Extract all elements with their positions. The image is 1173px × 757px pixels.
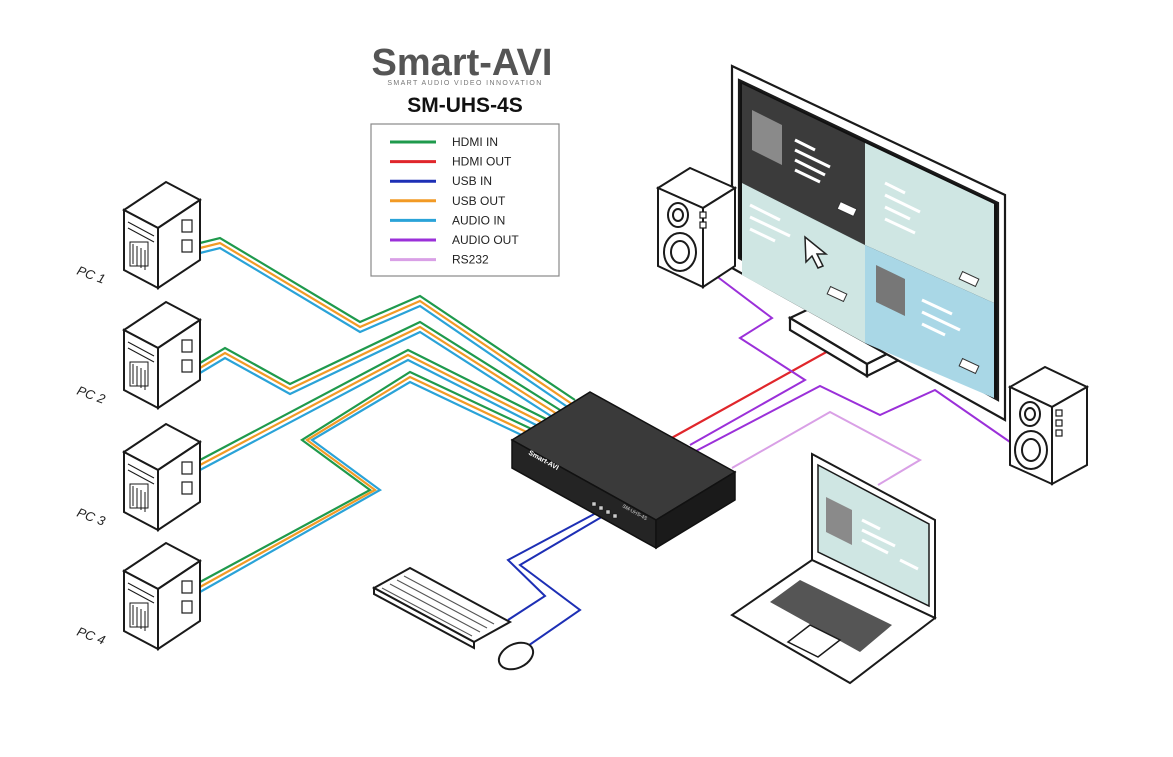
laptop-keyboard-icon [770, 580, 892, 652]
legend-item: USB IN [390, 174, 492, 188]
pc-tower-3 [122, 422, 202, 532]
legend-label: USB IN [452, 174, 492, 188]
brand-header: Smart-AVI SMART AUDIO VIDEO INNOVATION S… [372, 42, 553, 117]
speaker-left [655, 166, 738, 289]
legend-item: AUDIO IN [390, 213, 505, 227]
legend-label: AUDIO IN [452, 213, 505, 227]
legend-item: USB OUT [390, 194, 506, 208]
pc1-cable-bundle [199, 236, 576, 409]
usb-mouse-cable [518, 514, 606, 651]
mouse [497, 641, 535, 671]
pc-label: PC 3 [75, 505, 108, 529]
keyboard [371, 566, 513, 650]
laptop [730, 452, 937, 685]
audio-out-cable-left [689, 274, 807, 446]
pc3-cable-bundle [199, 348, 549, 471]
pc-tower-2 [122, 300, 202, 410]
legend-item: RS232 [390, 253, 489, 267]
cables [199, 236, 1011, 651]
legend-item: HDMI IN [390, 135, 498, 149]
pc-label: PC 2 [75, 383, 108, 407]
audio-out-cable-right [693, 384, 1011, 453]
legend-item: HDMI OUT [390, 155, 512, 169]
brand-logo: Smart-AVI [372, 42, 553, 84]
pc-label: PC 1 [75, 263, 107, 287]
legend: HDMI IN HDMI OUT USB IN USB OUT AUDIO IN AUDI… [370, 123, 560, 277]
kvm-switch-device[interactable]: Smart-AVI SM-UHS-4S [510, 391, 737, 550]
pc-label: PC 4 [75, 624, 107, 648]
speaker-right [1007, 365, 1090, 486]
legend-label: RS232 [452, 253, 489, 267]
legend-label: HDMI IN [452, 135, 498, 149]
rs232-cable [731, 410, 923, 486]
monitor [730, 64, 1007, 422]
legend-label: HDMI OUT [452, 155, 512, 169]
mouse-cursor-icon [804, 235, 829, 269]
model-title: SM-UHS-4S [407, 94, 523, 117]
usb-keyboard-cable [506, 511, 599, 621]
brand-tagline: SMART AUDIO VIDEO INNOVATION [387, 80, 542, 87]
pc-tower-1 [122, 180, 202, 290]
pc4-cable-bundle [199, 370, 539, 593]
legend-item: AUDIO OUT [390, 233, 519, 247]
pc2-cable-bundle [199, 320, 561, 419]
pc-tower-4 [122, 541, 202, 651]
device-buttons[interactable] [591, 501, 618, 519]
legend-label: USB OUT [452, 194, 506, 208]
legend-label: AUDIO OUT [452, 233, 519, 247]
